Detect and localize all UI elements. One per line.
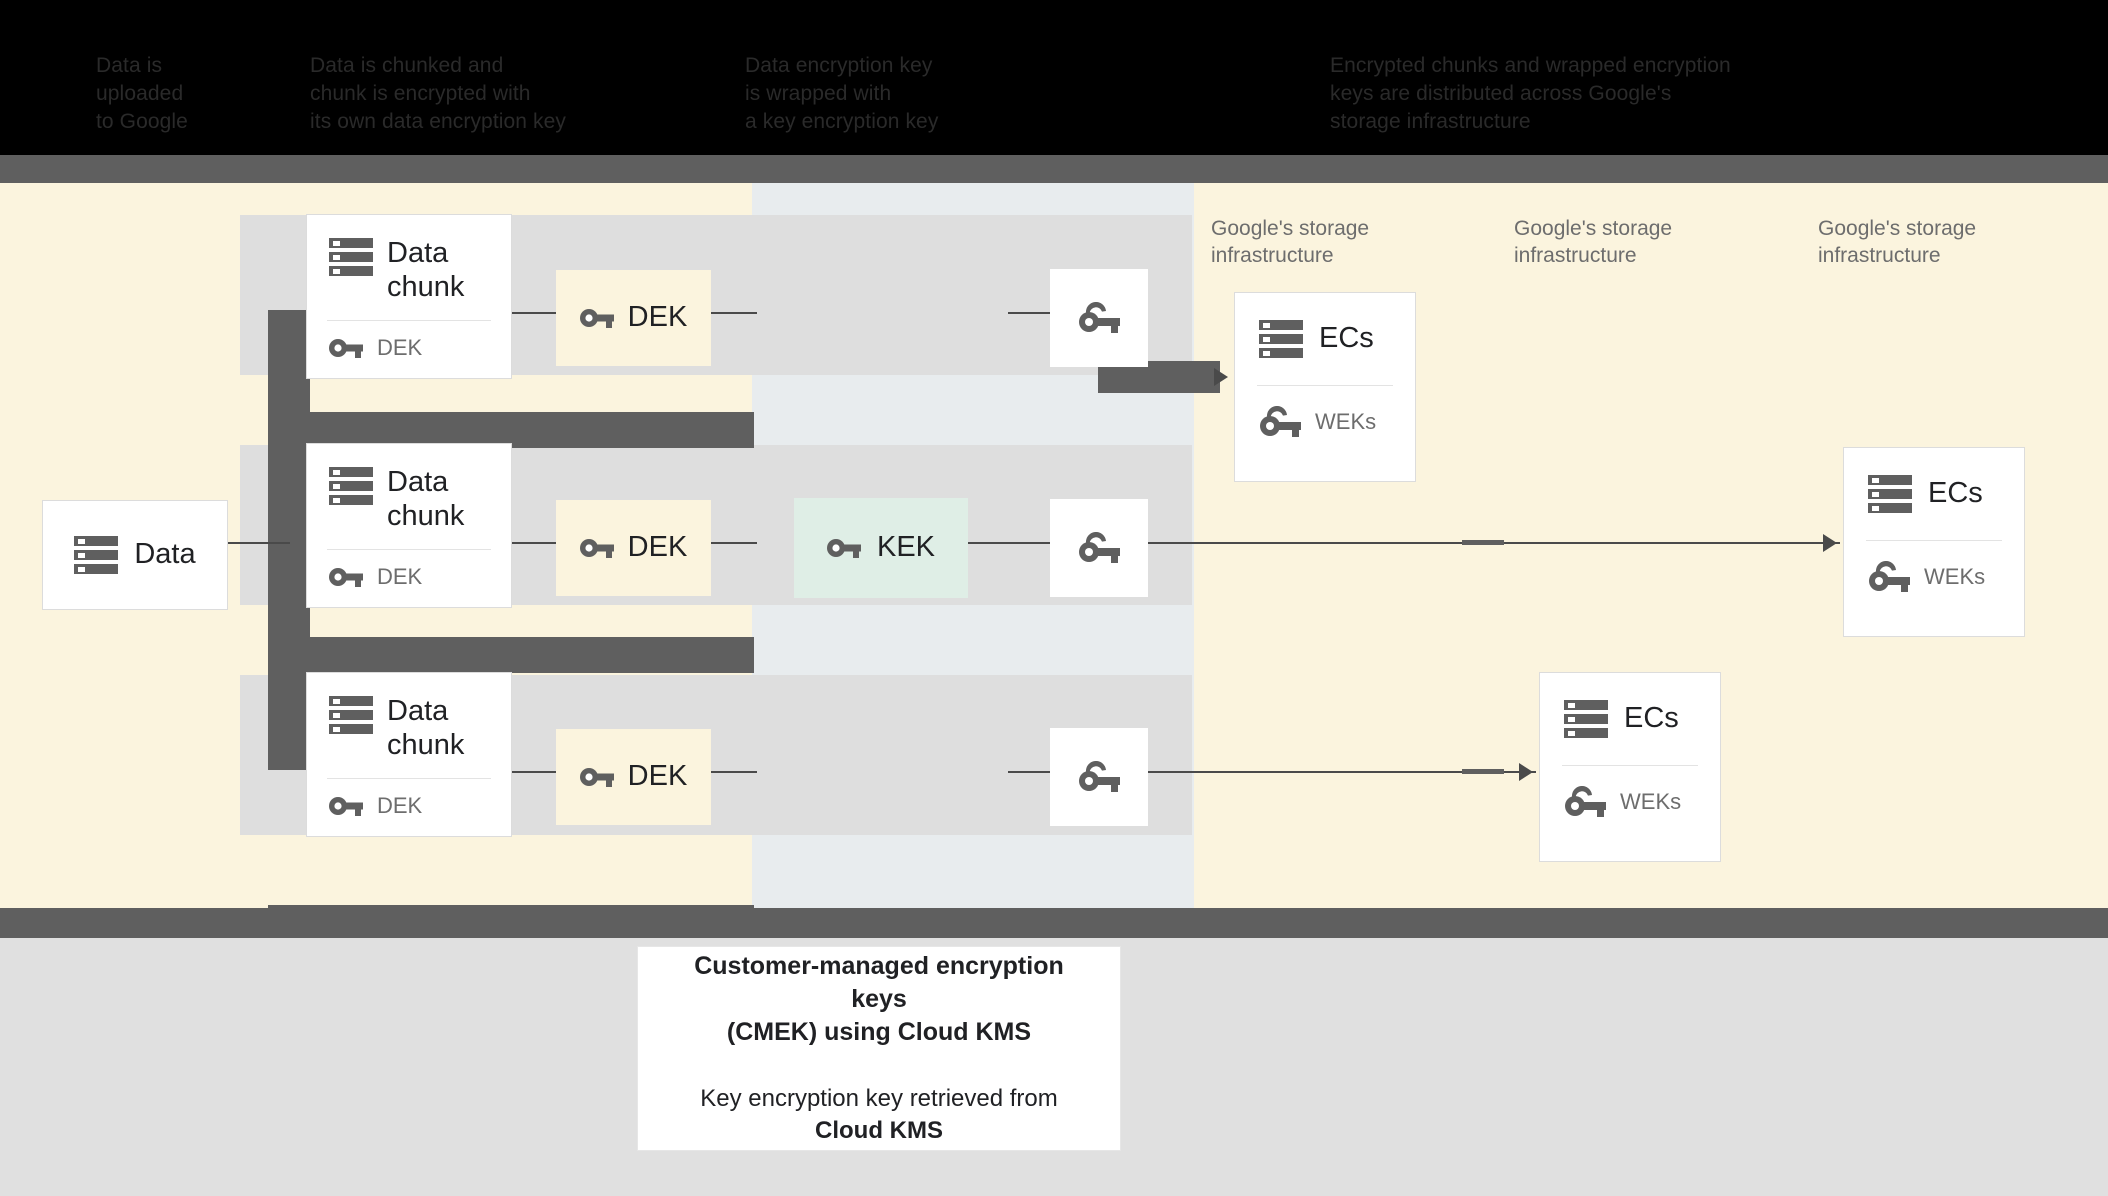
caption-box: Customer-managed encryption keys (CMEK) …: [637, 946, 1121, 1151]
line-chunk1-to-dek1: [512, 312, 558, 314]
dek-box-3[interactable]: DEK: [556, 729, 711, 825]
arrow-to-ecs2: [1823, 534, 1837, 552]
key-icon: [579, 537, 614, 559]
ecs-card-key-label: WEKs: [1315, 409, 1377, 434]
wrapped-key-icon: [1564, 785, 1606, 818]
banner-caption-2: Data is chunked and chunk is encrypted w…: [310, 54, 567, 133]
storage-icon: [329, 466, 373, 506]
card-divider: [1866, 540, 2002, 541]
fanout-arm-2: [268, 637, 754, 673]
data-chunk-card-1[interactable]: Data chunk DEK: [306, 214, 512, 379]
key-icon: [329, 566, 363, 588]
wrapped-key-icon: [1078, 531, 1120, 564]
storage-icon: [329, 695, 373, 735]
line-dek1-to-kek-band: [711, 312, 757, 314]
ecs-card-title: ECs: [1928, 477, 1983, 510]
infra-label-2: Google's storage infrastructure: [1514, 217, 1673, 267]
line-kek-to-wrapped-key-2: [968, 542, 1052, 544]
line-to-wrapped-key-1: [1008, 312, 1052, 314]
storage-icon: [329, 237, 373, 277]
kek-box[interactable]: KEK: [794, 498, 968, 598]
data-chunk-card-3[interactable]: Data chunk DEK: [306, 672, 512, 837]
wrapped-key-box-3[interactable]: [1050, 728, 1148, 826]
bottom-divider-bar: [0, 908, 2108, 938]
card-divider: [1562, 765, 1698, 766]
ecs-card-title: ECs: [1624, 702, 1679, 735]
infra-label-1: Google's storage infrastructure: [1211, 217, 1370, 267]
card-divider: [327, 320, 491, 322]
storage-icon: [1564, 699, 1608, 739]
banner-caption-4: Encrypted chunks and wrapped encryption …: [1330, 54, 1731, 133]
data-box-label: Data: [134, 538, 196, 571]
data-chunk-title: Data chunk: [387, 695, 465, 761]
kek-box-label: KEK: [876, 531, 936, 564]
top-divider-bar: [0, 155, 2108, 183]
key-icon: [579, 307, 614, 329]
wrapped-key-box-1[interactable]: [1050, 269, 1148, 367]
data-box[interactable]: Data: [42, 500, 228, 610]
dek-box-label: DEK: [627, 760, 688, 793]
key-icon: [826, 537, 861, 559]
line-wrapped-key2-accent: [1462, 540, 1504, 545]
banner-caption-3: Data encryption key is wrapped with a ke…: [745, 54, 939, 133]
line-chunk2-to-dek2: [512, 542, 558, 544]
top-banner: Data is uploaded to Google Data is chunk…: [0, 0, 2108, 155]
wrapped-key-icon: [1078, 301, 1120, 334]
dek-box-2[interactable]: DEK: [556, 500, 711, 596]
arrow-to-ecs3: [1519, 763, 1533, 781]
storage-icon: [1868, 474, 1912, 514]
dek-box-1[interactable]: DEK: [556, 270, 711, 366]
caption-heading: Customer-managed encryption keys (CMEK) …: [694, 951, 1064, 1046]
key-icon: [579, 766, 614, 788]
line-data-to-chunks: [228, 542, 290, 544]
caption-body-line1: Key encryption key retrieved from: [700, 1084, 1058, 1112]
caption-body: Key encryption key retrieved from Cloud …: [700, 1083, 1057, 1147]
data-chunk-key-label: DEK: [377, 564, 423, 590]
line-dek2-to-kek-band: [711, 542, 757, 544]
ecs-card-key-label: WEKs: [1924, 564, 1986, 589]
arrow-to-ecs1: [1214, 368, 1228, 386]
data-chunk-card-2[interactable]: Data chunk DEK: [306, 443, 512, 608]
banner-caption-1: Data is uploaded to Google: [96, 54, 188, 133]
dek-box-label: DEK: [627, 531, 688, 564]
ecs-card-title: ECs: [1319, 322, 1374, 355]
ecs-card-2[interactable]: ECs WEKs: [1843, 447, 2025, 637]
wrapped-key-box-2[interactable]: [1050, 499, 1148, 597]
line-to-wrapped-key-3: [1008, 771, 1052, 773]
wrapped-key-icon: [1259, 405, 1301, 438]
banner-caption-row: Data is uploaded to Google Data is chunk…: [0, 48, 2108, 148]
line-chunk3-to-dek3: [512, 771, 558, 773]
dek-box-label: DEK: [627, 301, 688, 334]
wrapped-key-icon: [1868, 560, 1910, 593]
data-chunk-title: Data chunk: [387, 237, 465, 303]
key-icon: [329, 337, 363, 359]
ecs-card-1[interactable]: ECs WEKs: [1234, 292, 1416, 482]
line-wrapped-key3-accent: [1462, 769, 1504, 774]
fanout-arm-1: [268, 412, 754, 448]
ecs-card-3[interactable]: ECs WEKs: [1539, 672, 1721, 862]
data-chunk-key-label: DEK: [377, 335, 423, 361]
storage-icon: [74, 535, 119, 575]
infra-label-3: Google's storage infrastructure: [1818, 217, 1977, 267]
key-icon: [329, 795, 363, 817]
wrapped-key-icon: [1078, 760, 1120, 793]
card-divider: [327, 778, 491, 780]
card-divider: [1257, 385, 1393, 386]
ecs-card-key-label: WEKs: [1620, 789, 1682, 814]
storage-icon: [1259, 319, 1303, 359]
data-chunk-key-label: DEK: [377, 793, 423, 819]
caption-body-line2: Cloud KMS: [815, 1117, 943, 1144]
line-wrapped-key3-to-ecs3: [1148, 771, 1536, 773]
card-divider: [327, 549, 491, 551]
data-chunk-title: Data chunk: [387, 466, 465, 532]
fanout-trunk: [268, 310, 310, 770]
line-dek3-to-kek-band: [711, 771, 757, 773]
